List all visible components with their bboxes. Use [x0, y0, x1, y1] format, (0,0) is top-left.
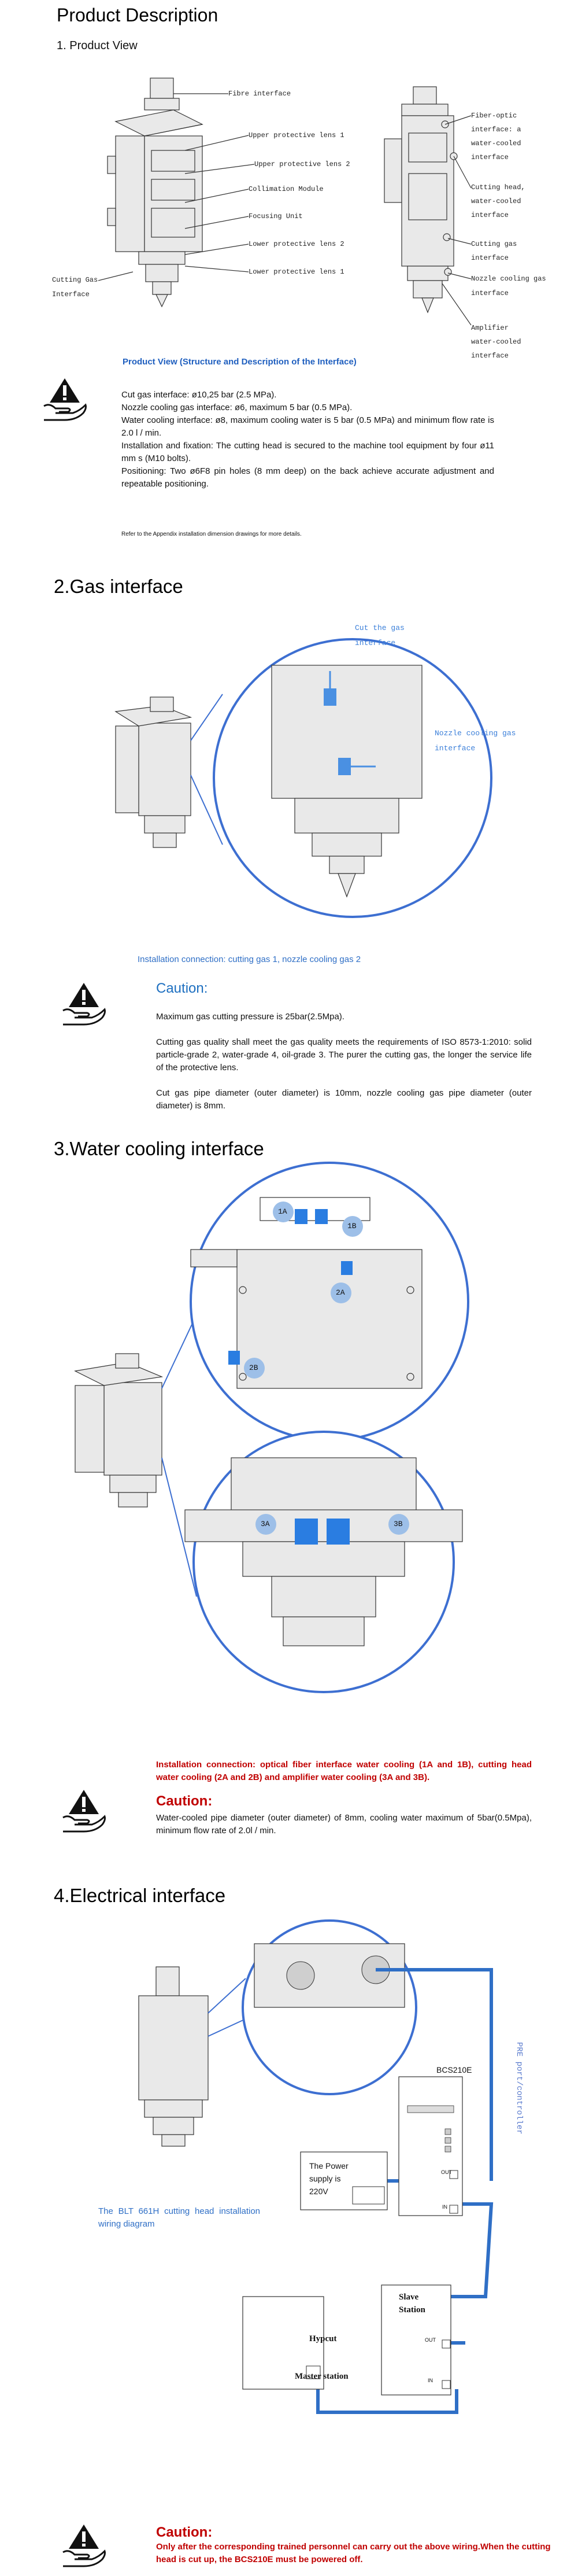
gas-interface-drawing — [114, 638, 492, 918]
slave-out-port: OUT — [425, 2337, 436, 2343]
gas-paragraph-quality: Cutting gas quality shall meet the gas q… — [156, 1037, 532, 1073]
water-caution-heading: Caution: — [156, 1793, 213, 1809]
label-amplifier-line2: water-cooled — [471, 338, 521, 346]
gas-paragraph-pressure: Maximum gas cutting pressure is 25bar(2.… — [156, 1012, 344, 1022]
label-nozzle-interface: interface — [471, 289, 509, 297]
pre-port-label: PRE port/controller — [514, 2042, 524, 2135]
power-line3: 220V — [309, 2187, 328, 2196]
electrical-wiring-diagram — [138, 1919, 494, 2414]
label-focusing: Focusing Unit — [249, 212, 303, 220]
label-cutting-head-line2: water-cooled — [471, 197, 521, 205]
cutting-head-drawing-right — [384, 86, 458, 314]
label-cut-gas-line1: Cut the gas — [355, 624, 405, 632]
label-amplifier: Amplifier water-cooled interface — [471, 321, 521, 363]
caution-hand-icon — [43, 378, 87, 421]
label-cutting-gas-right-line2: interface — [471, 254, 509, 262]
label-upper-lens-2: Upper protective lens 2 — [254, 160, 350, 168]
label-fiber-optic: Fiber-optic interface: a water-cooled in… — [471, 109, 521, 164]
label-cutting-gas-2: Interface — [52, 290, 90, 298]
electrical-caution-text: Only after the corresponding trained per… — [156, 2542, 551, 2564]
gas-interface-title: 2.Gas interface — [54, 576, 183, 597]
bcs-in-port: IN — [442, 2204, 447, 2210]
label-nozzle-gas-interface: Nozzle cooling gas interface — [435, 726, 516, 756]
slave-in-port: IN — [428, 2378, 433, 2383]
spec-installation: Installation and fixation: The cutting h… — [121, 441, 494, 463]
label-upper-lens-1: Upper protective lens 1 — [249, 131, 344, 139]
gas-paragraph-diameter: Cut gas pipe diameter (outer diameter) i… — [156, 1088, 532, 1111]
label-collimation: Collimation Module — [249, 185, 324, 193]
label-nozzle-gas-line2: interface — [435, 744, 476, 753]
slave-line1: Slave — [399, 2293, 419, 2302]
label-cut-gas-line2: interface — [355, 639, 396, 647]
label-cutting-head-line3: interface — [471, 211, 509, 219]
label-cutting-head-line1: Cutting head, — [471, 183, 525, 191]
appendix-note: Refer to the Appendix installation dimen… — [121, 531, 302, 537]
caution-hand-icon — [62, 2525, 106, 2567]
marker-2a: 2A — [336, 1288, 345, 1297]
spec-positioning: Positioning: Two ø6F8 pin holes (8 mm de… — [121, 466, 494, 489]
leader-lines-left — [98, 93, 254, 281]
electrical-caution-heading: Caution: — [156, 2525, 213, 2540]
marker-1b: 1B — [347, 1222, 357, 1230]
label-nozzle-cooling: Nozzle cooling gas — [471, 275, 546, 283]
spec-cut-gas: Cut gas interface: ø10,25 bar (2.5 MPa). — [121, 390, 277, 400]
leader-lines-right — [442, 115, 472, 326]
label-cut-gas-interface: Cut the gas interface — [355, 621, 405, 651]
label-cutting-head-cooling: Cutting head, water-cooled interface — [471, 180, 525, 222]
product-view-caption: Product View (Structure and Description … — [123, 357, 357, 367]
label-fibre-interface: Fibre interface — [228, 90, 291, 98]
label-fiber-optic-line2: interface: a — [471, 126, 521, 134]
label-cutting-gas-1: Cutting Gas — [52, 276, 98, 284]
bcs210e-label: BCS210E — [436, 2065, 472, 2074]
bcs-out-port: OUT — [441, 2169, 452, 2175]
marker-2b: 2B — [249, 1363, 258, 1372]
water-cooling-title: 3.Water cooling interface — [54, 1138, 264, 1159]
slave-station-label: Slave Station — [399, 2291, 425, 2316]
label-amplifier-line1: Amplifier — [471, 324, 509, 332]
caution-hand-icon — [62, 1790, 106, 1833]
label-amplifier-line3: interface — [471, 352, 509, 360]
power-line1: The Power — [309, 2161, 349, 2170]
gas-caution-heading: Caution: — [156, 981, 208, 996]
spec-water-cooling: Water cooling interface: ø8, maximum coo… — [121, 415, 494, 438]
gas-caption: Installation connection: cutting gas 1, … — [138, 955, 361, 964]
marker-3a: 3A — [261, 1520, 270, 1528]
water-caption: Installation connection: optical fiber i… — [156, 1760, 532, 1782]
label-cutting-gas-right-line1: Cutting gas — [471, 240, 517, 248]
electrical-title: 4.Electrical interface — [54, 1885, 226, 1906]
marker-3b: 3B — [394, 1520, 403, 1528]
power-supply-label: The Power supply is 220V — [309, 2159, 349, 2198]
label-nozzle-gas-line1: Nozzle cooling gas — [435, 729, 516, 738]
gas-caution-text: Maximum gas cutting pressure is 25bar(2.… — [156, 1011, 532, 1112]
water-caution-text: Water-cooled pipe diameter (outer diamet… — [156, 1813, 532, 1836]
product-view-subtitle: 1. Product View — [57, 39, 138, 52]
label-fiber-optic-line4: interface — [471, 153, 509, 161]
spec-list: Cut gas interface: ø10,25 bar (2.5 MPa).… — [121, 389, 494, 491]
master-hypcut-label: Hypcut — [309, 2334, 337, 2343]
water-cooling-drawing — [74, 1162, 469, 1693]
master-station-label: Master station — [295, 2372, 349, 2381]
slave-line2: Station — [399, 2305, 425, 2315]
page-title: Product Description — [57, 5, 218, 25]
label-cutting-gas-right: Cutting gas interface — [471, 237, 517, 265]
spec-nozzle-cooling: Nozzle cooling gas interface: ø6, maximu… — [121, 403, 353, 412]
marker-1a: 1A — [278, 1207, 287, 1216]
label-lower-lens-1: Lower protective lens 1 — [249, 268, 344, 276]
caution-hand-icon — [62, 983, 106, 1026]
label-fiber-optic-line3: water-cooled — [471, 139, 521, 148]
power-line2: supply is — [309, 2174, 341, 2183]
label-fiber-optic-line1: Fiber-optic — [471, 112, 517, 120]
label-lower-lens-2: Lower protective lens 2 — [249, 240, 344, 248]
electrical-caption: The BLT 661H cutting head installation w… — [98, 2206, 260, 2229]
cutting-head-drawing-left — [107, 78, 203, 308]
